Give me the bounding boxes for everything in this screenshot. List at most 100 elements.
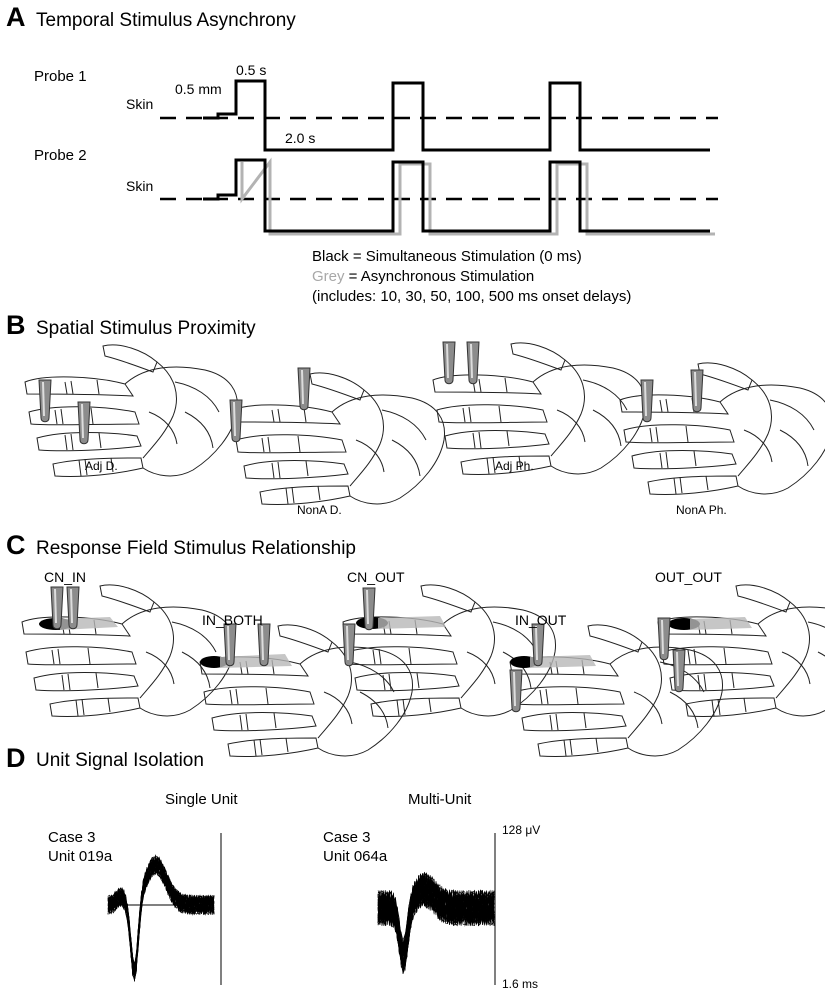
proximity-label-adj-ph: Adj Ph. (495, 459, 534, 473)
probe-icon-adj-ph-2 (466, 341, 480, 385)
panel-c-letter: C (6, 530, 26, 560)
multi-unit-trace-3 (377, 878, 495, 974)
panel-c-title: Response Field Stimulus Relationship (36, 538, 356, 559)
single-unit-trace-27 (107, 856, 215, 966)
single-unit-trace-7 (107, 856, 215, 973)
stimulus-timing-diagram (160, 79, 718, 236)
hand-cn-out (342, 584, 557, 718)
single-unit-trace-18 (107, 856, 215, 977)
probe-icon-out-out-1 (657, 617, 671, 661)
single-unit-trace-21 (107, 858, 215, 973)
multi-unit-trace-34 (377, 881, 495, 966)
legend-black: Black = Simultaneous Stimulation (0 ms) (312, 248, 582, 265)
multi-unit-trace-52 (377, 876, 495, 963)
rf-center-cn-in (39, 618, 73, 630)
proximity-label-nona-ph: NonA Ph. (676, 503, 727, 517)
single-unit-trace-34 (107, 859, 215, 972)
rf-center-in-both (200, 656, 228, 668)
multi-unit-trace-47 (377, 882, 495, 967)
multi-unit-trace-10 (377, 874, 495, 958)
rf-field-out-out (690, 617, 752, 630)
scale-time-label: 1.6 ms (502, 977, 539, 991)
multi-unit-trace-2 (377, 879, 495, 973)
single-unit-trace-24 (107, 855, 215, 974)
probe-2-async-waveform (240, 157, 715, 236)
multi-unit-heading: Multi-Unit (408, 791, 472, 808)
panel-d-title: Unit Signal Isolation (36, 750, 204, 771)
multi-unit-trace-25 (377, 872, 495, 953)
legend-includes: (includes: 10, 30, 50, 100, 500 ms onset… (312, 288, 632, 305)
probe-icon-nona-ph-1 (640, 379, 654, 423)
multi-unit-trace-0 (377, 880, 495, 964)
hand-nona-ph (619, 362, 825, 496)
multi-unit-trace-49 (377, 875, 495, 964)
hand-cn-in (21, 584, 236, 718)
interval-label: 2.0 s (285, 130, 316, 146)
legend-grey-word: Grey (312, 268, 345, 285)
single-unit-trace-20 (107, 858, 215, 969)
multi-unit-trace-26 (377, 872, 495, 955)
single-unit-trace-5 (107, 858, 215, 974)
multi-unit-trace-37 (377, 875, 495, 972)
multi-unit-trace-32 (377, 876, 495, 968)
multi-unit-trace-18 (377, 872, 495, 974)
multi-unit-trace-43 (377, 878, 495, 962)
multi-unit-trace-27 (377, 875, 495, 963)
skin-label-probe-2: Skin (126, 178, 154, 194)
multi-unit-trace-35 (377, 876, 495, 960)
single-unit-trace-29 (107, 856, 215, 980)
multi-unit-trace-31 (377, 876, 495, 954)
multi-unit-waveforms (377, 871, 495, 974)
multi-unit-trace-44 (377, 877, 495, 957)
multi-unit-trace-5 (377, 873, 495, 954)
rf-label-in-both: IN_BOTH (202, 612, 263, 628)
rf-label-cn-in: CN_IN (44, 569, 87, 585)
single-unit-trace-6 (107, 857, 215, 976)
single-unit-id: Unit 019a (48, 848, 113, 865)
multi-unit-trace-28 (377, 881, 495, 964)
single-unit-trace-38 (107, 854, 215, 982)
multi-unit-trace-39 (377, 875, 495, 964)
hand-adj-d (24, 344, 239, 478)
single-unit-waveforms (107, 854, 215, 982)
multi-unit-trace-1 (377, 873, 495, 953)
single-unit-trace-36 (107, 858, 215, 978)
multi-unit-case: Case 3 (323, 829, 371, 846)
single-unit-trace-28 (107, 856, 215, 975)
single-unit-trace-22 (107, 856, 215, 976)
panel-a-title: Temporal Stimulus Asynchrony (36, 10, 296, 31)
single-unit-trace-25 (107, 859, 215, 968)
probe-1-waveform (203, 79, 710, 152)
multi-unit-trace-15 (377, 871, 495, 961)
multi-unit-trace-42 (377, 873, 495, 974)
rf-field-cn-in (60, 617, 118, 630)
multi-unit-trace-13 (377, 875, 495, 949)
multi-unit-trace-48 (377, 872, 495, 965)
multi-unit-trace-54 (377, 875, 495, 965)
probe-icon-cn-in-2 (66, 586, 80, 630)
single-unit-trace-15 (107, 857, 215, 971)
hand-in-both (199, 624, 414, 758)
probe-icon-nona-d-1 (229, 399, 243, 443)
multi-unit-trace-45 (377, 878, 495, 974)
single-unit-trace-14 (107, 861, 215, 977)
single-unit-trace-33 (107, 860, 215, 974)
single-unit-trace-4 (107, 861, 215, 966)
single-unit-trace-17 (107, 856, 215, 974)
probe-icon-cn-in-1 (50, 586, 64, 630)
multi-unit-trace-16 (377, 875, 495, 966)
rf-field-in-both (220, 654, 292, 668)
single-unit-trace-32 (107, 863, 215, 977)
single-unit-trace-8 (107, 862, 215, 981)
single-unit-trace-12 (108, 860, 215, 982)
multi-unit-trace-50 (377, 875, 495, 958)
rf-label-cn-out: CN_OUT (347, 569, 405, 585)
multi-unit-trace-30 (377, 876, 495, 967)
rf-label-in-out: IN_OUT (515, 612, 567, 628)
multi-unit-trace-6 (377, 877, 495, 961)
rf-center-out-out (668, 618, 700, 630)
multi-unit-trace-40 (377, 881, 495, 970)
multi-unit-id: Unit 064a (323, 848, 388, 865)
scale-amplitude-label: 128 μV (502, 823, 541, 837)
proximity-label-nona-d: NonA D. (297, 503, 342, 517)
